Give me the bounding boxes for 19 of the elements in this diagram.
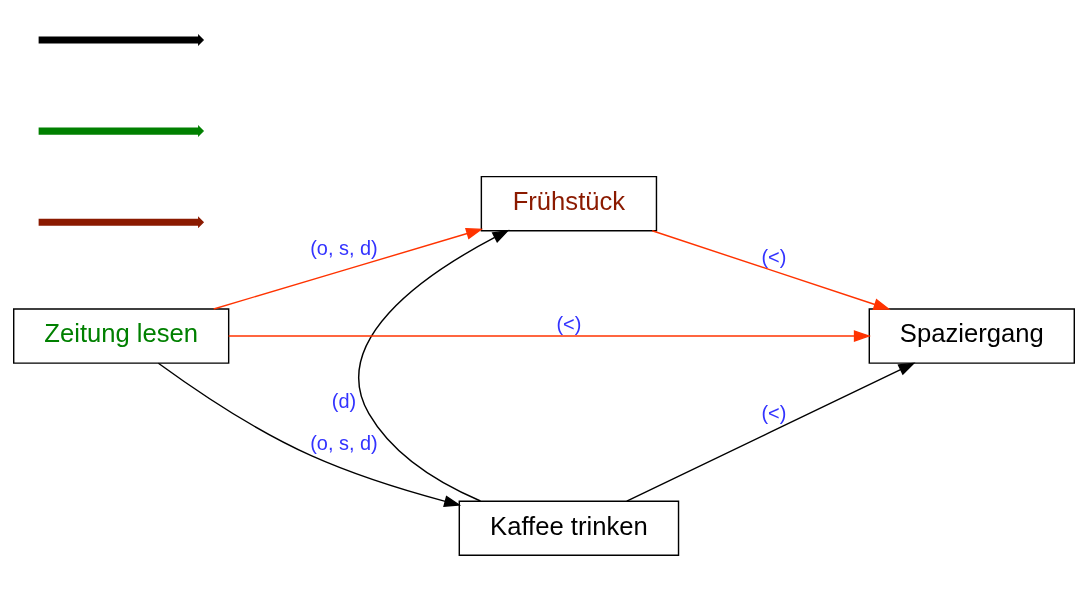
edge-label: (<) [761, 401, 787, 424]
edge-label: (o, s, d) [310, 431, 378, 454]
node-box: Kaffee trinken [458, 500, 680, 556]
arrow [228, 329, 871, 342]
edge-label: (o, s, d) [310, 236, 378, 259]
arrow [651, 229, 891, 310]
arrow [626, 361, 916, 502]
node-arrow [38, 124, 205, 137]
node-box: Zeitung lesen [13, 307, 230, 364]
node-arrow [38, 33, 205, 46]
node-box: Spaziergang [868, 307, 1075, 364]
node-arrow [38, 215, 205, 228]
edge-label: (<) [556, 312, 582, 335]
arrow [358, 229, 510, 502]
edge-label: (<) [761, 245, 787, 268]
arrow [157, 362, 462, 507]
arrow [213, 227, 484, 310]
node-box: Frühstück [480, 175, 658, 231]
edge-label: (d) [331, 389, 357, 412]
